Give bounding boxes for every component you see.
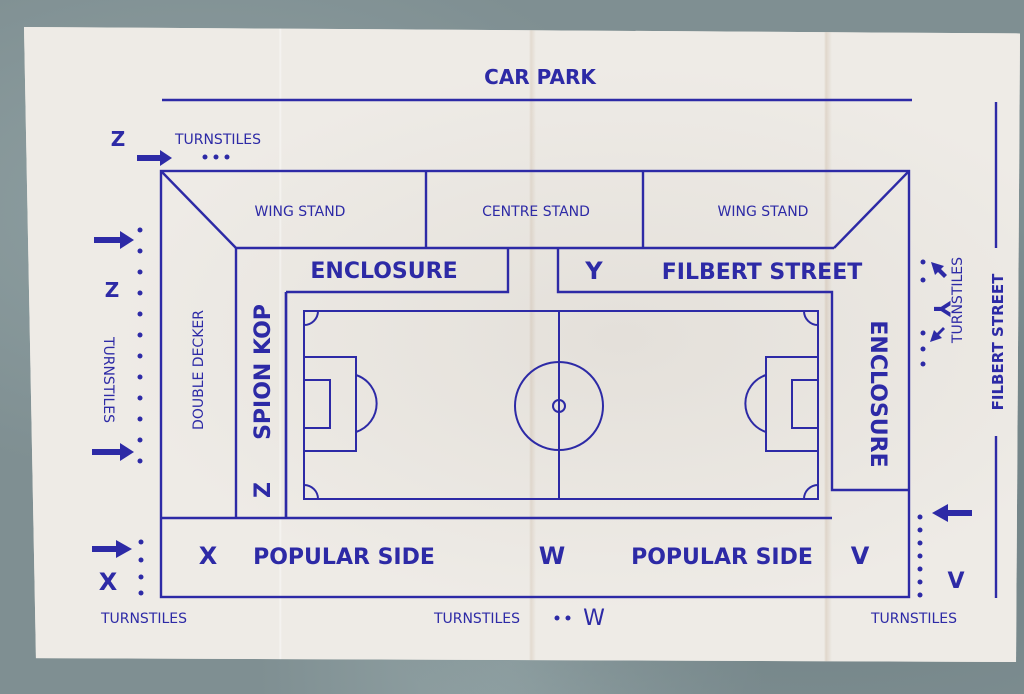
turnstile-letter: X xyxy=(99,568,118,596)
enclosure-right: ENCLOSURE xyxy=(865,320,890,467)
turnstile-letter: Z xyxy=(105,278,120,302)
wing-stand-right: WING STAND xyxy=(718,204,809,220)
filbert-street-stand: FILBERT STREET xyxy=(662,260,863,285)
arrow-diagonal-down-icon xyxy=(930,327,945,342)
ticket-paper xyxy=(24,26,1020,662)
arrow-right-icon xyxy=(92,540,132,558)
spion-kop: SPION KOP xyxy=(251,304,276,440)
arrow-right-icon xyxy=(94,231,134,249)
turnstile-label: TURNSTILES xyxy=(950,257,966,344)
turnstile-label: TURNSTILES xyxy=(433,611,520,627)
turnstile-label: TURNSTILES xyxy=(870,611,957,627)
wing-stand-left: WING STAND xyxy=(255,204,346,220)
arrow-left-icon xyxy=(932,504,972,522)
filbert-street-road-label: FILBERT STREET xyxy=(989,273,1007,410)
arrow-right-icon xyxy=(137,150,172,166)
double-decker: DOUBLE DECKER xyxy=(191,310,207,430)
popular-side-right: POPULAR SIDE xyxy=(631,545,813,570)
corner-diagonal-right xyxy=(833,170,910,249)
turnstiles-bottom-right: V TURNSTILES xyxy=(870,504,972,627)
football-pitch xyxy=(303,310,819,500)
enclosure-box xyxy=(286,248,510,294)
turnstiles-bottom-centre: TURNSTILES W xyxy=(433,606,605,631)
turnstile-letter: Z xyxy=(111,127,126,151)
turnstile-label: TURNSTILES xyxy=(100,336,116,423)
turnstiles-right: Y TURNSTILES xyxy=(920,257,966,367)
popular-side-left: POPULAR SIDE xyxy=(253,545,435,570)
arrow-right-icon xyxy=(92,443,134,461)
arrow-diagonal-up-icon xyxy=(931,262,947,278)
popular-side-left-letter: X xyxy=(199,542,218,570)
stadium-outline xyxy=(159,169,911,599)
enclosure-top: ENCLOSURE xyxy=(310,259,457,284)
turnstile-label: TURNSTILES xyxy=(174,132,261,148)
turnstiles-left: Z TURNSTILES xyxy=(92,227,143,464)
turnstile-letter: V xyxy=(947,569,964,594)
filbert-street-stand-letter: Y xyxy=(584,257,603,285)
turnstiles-top-left: Z TURNSTILES xyxy=(111,127,261,166)
popular-side-centre-letter: W xyxy=(539,542,565,570)
turnstile-letter: Y xyxy=(928,300,953,318)
popular-side-right-letter: V xyxy=(851,542,870,570)
spion-kop-letter: Z xyxy=(251,482,276,498)
turnstile-letter: W xyxy=(583,606,605,631)
turnstile-label: TURNSTILES xyxy=(100,611,187,627)
car-park-label: CAR PARK xyxy=(484,65,597,89)
centre-stand: CENTRE STAND xyxy=(482,204,590,220)
filbert-street-stand-box xyxy=(556,248,909,492)
turnstiles-bottom-left: X TURNSTILES xyxy=(92,539,187,627)
corner-diagonal-left xyxy=(160,170,237,249)
